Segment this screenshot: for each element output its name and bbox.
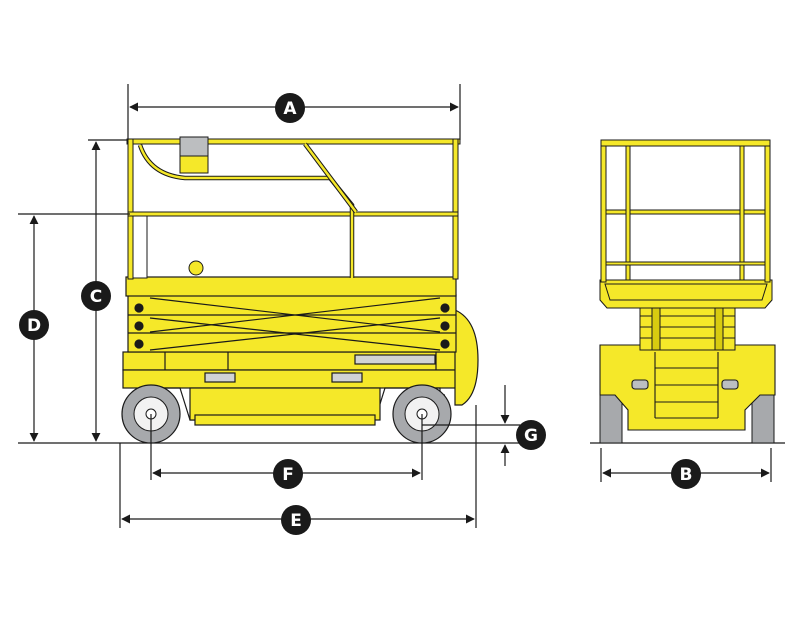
svg-text:G: G [524,426,538,446]
side-view [18,136,520,444]
side-chassis [122,309,479,426]
svg-text:C: C [90,287,102,307]
svg-text:F: F [282,465,294,485]
label-e: E [281,505,311,535]
svg-text:A: A [283,99,297,119]
side-guard-rails [126,136,461,280]
label-c: C [81,281,111,311]
front-platform [599,139,773,309]
svg-text:D: D [27,316,41,336]
front-base [599,344,776,431]
front-scissor-stack [639,304,736,351]
svg-text:E: E [290,511,302,531]
label-f: F [273,459,303,489]
svg-text:B: B [680,465,693,485]
front-view [590,139,785,444]
side-scissor-stack [127,294,457,353]
label-d: D [19,310,49,340]
side-platform-deck [125,276,457,297]
label-g: G [516,420,546,450]
label-b: B [671,459,701,489]
label-a: A [275,93,305,123]
